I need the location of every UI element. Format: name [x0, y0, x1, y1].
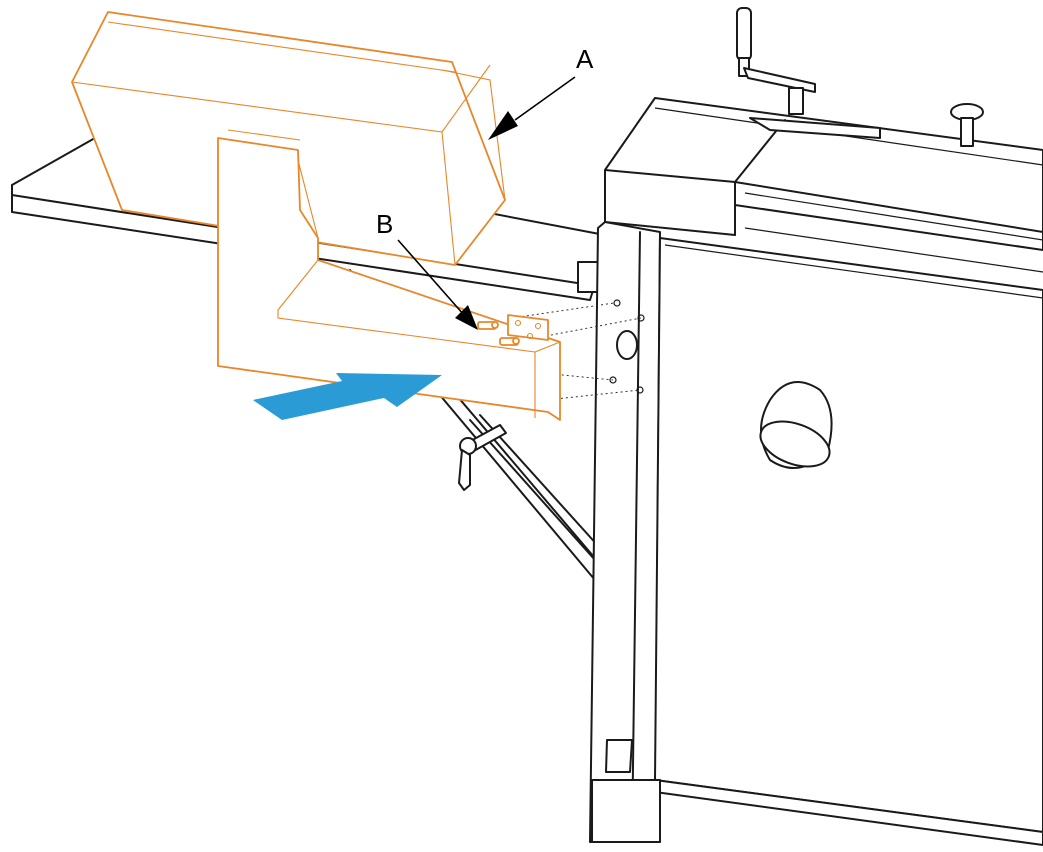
callout-a-arrowhead	[488, 111, 518, 140]
machine-body	[589, 97, 1043, 846]
crank-handle	[736, 7, 881, 139]
feed-tray-part	[71, 11, 561, 421]
callout-b-arrowhead	[455, 305, 478, 330]
clamp-lever	[458, 424, 507, 491]
callout-a-label: A	[576, 44, 594, 74]
callout-b: B	[376, 209, 478, 330]
adjust-knob	[950, 103, 984, 147]
callout-a: A	[488, 44, 594, 140]
callout-b-label: B	[376, 209, 393, 239]
round-port	[759, 381, 833, 469]
insertion-direction-arrow	[253, 373, 442, 420]
